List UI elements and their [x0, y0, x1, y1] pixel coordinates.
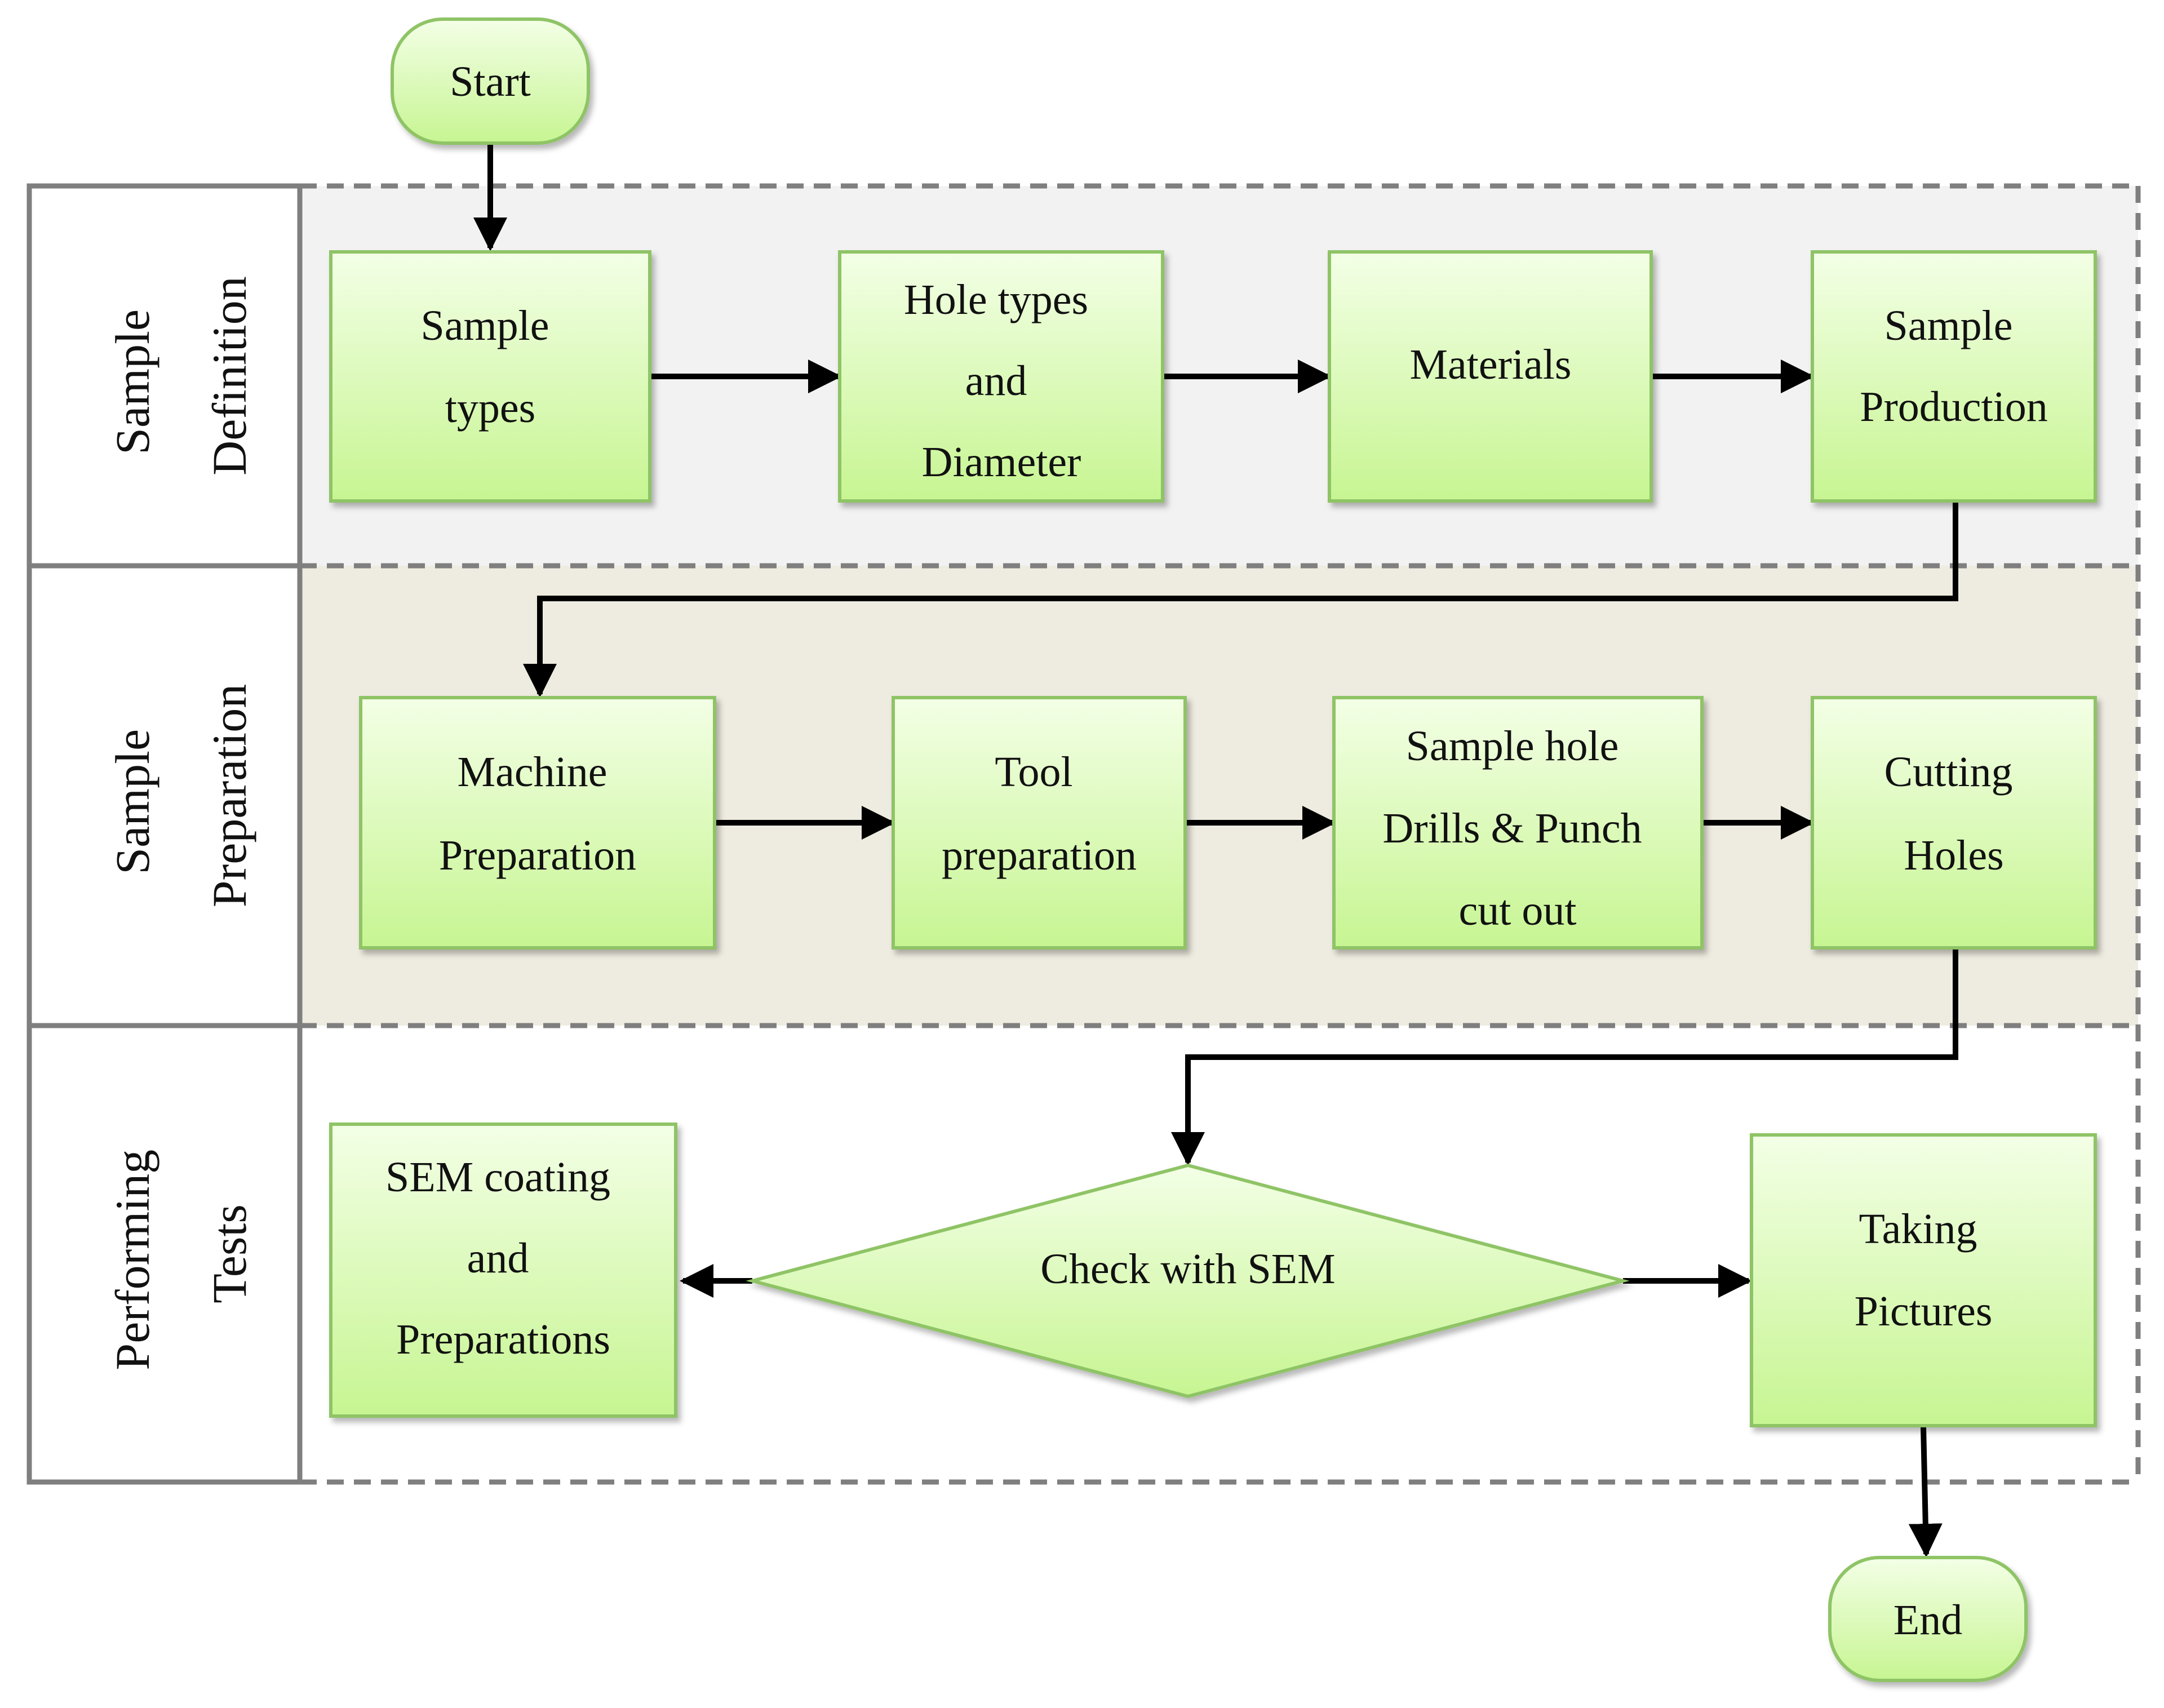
node-hole-types-label: Hole types and Diameter: [904, 276, 1099, 486]
node-sample-production-label: Sample Production: [1860, 302, 2048, 431]
node-sample-types-label: Sample types: [421, 302, 560, 432]
node-drills-punch: Sample hole Drills & Punch cut out: [1332, 696, 1704, 950]
connectors: [473, 144, 1958, 1558]
node-check-sem-label: Check with SEM: [1040, 1245, 1336, 1293]
node-machine-preparation-label: Machine Preparation: [439, 748, 636, 879]
node-cutting-holes: Cutting Holes: [1811, 696, 2097, 950]
lane-content-borders: [297, 183, 2141, 1485]
lane-label-tests: Performing Tests: [105, 1137, 256, 1370]
node-hole-types: Hole types and Diameter: [838, 250, 1164, 503]
node-start: Start: [391, 17, 590, 145]
edge-production-to-machine: [523, 503, 1958, 698]
node-end-label: End: [1894, 1596, 1962, 1644]
node-drills-punch-label: Sample hole Drills & Punch cut out: [1382, 722, 1652, 934]
node-cutting-holes-label: Cutting Holes: [1884, 748, 2023, 879]
edge-pictures-to-end: [1908, 1426, 1943, 1558]
node-machine-preparation: Machine Preparation: [359, 696, 716, 950]
node-end: End: [1828, 1556, 2028, 1682]
edge-cutting-to-check: [1171, 949, 1958, 1166]
node-materials-label: Materials: [1409, 341, 1571, 388]
node-tool-preparation-label: Tool preparation: [942, 748, 1137, 879]
node-tool-preparation: Tool preparation: [892, 696, 1187, 950]
lane-label-definition: Sample Definition: [105, 276, 256, 476]
node-check-sem: Check with SEM: [746, 1163, 1630, 1399]
node-taking-pictures: Taking Pictures: [1750, 1133, 2097, 1427]
node-sem-coating-label: SEM coating and Preparations: [385, 1154, 621, 1363]
node-materials: Materials: [1328, 250, 1653, 503]
lane-label-preparation: Sample Preparation: [105, 684, 256, 907]
node-sample-production: Sample Production: [1811, 250, 2097, 503]
node-start-label: Start: [450, 58, 531, 105]
node-sem-coating: SEM coating and Preparations: [329, 1123, 677, 1418]
lane-label-column: [26, 183, 303, 1485]
node-taking-pictures-label: Taking Pictures: [1855, 1205, 1993, 1335]
node-sample-types: Sample types: [329, 250, 651, 503]
